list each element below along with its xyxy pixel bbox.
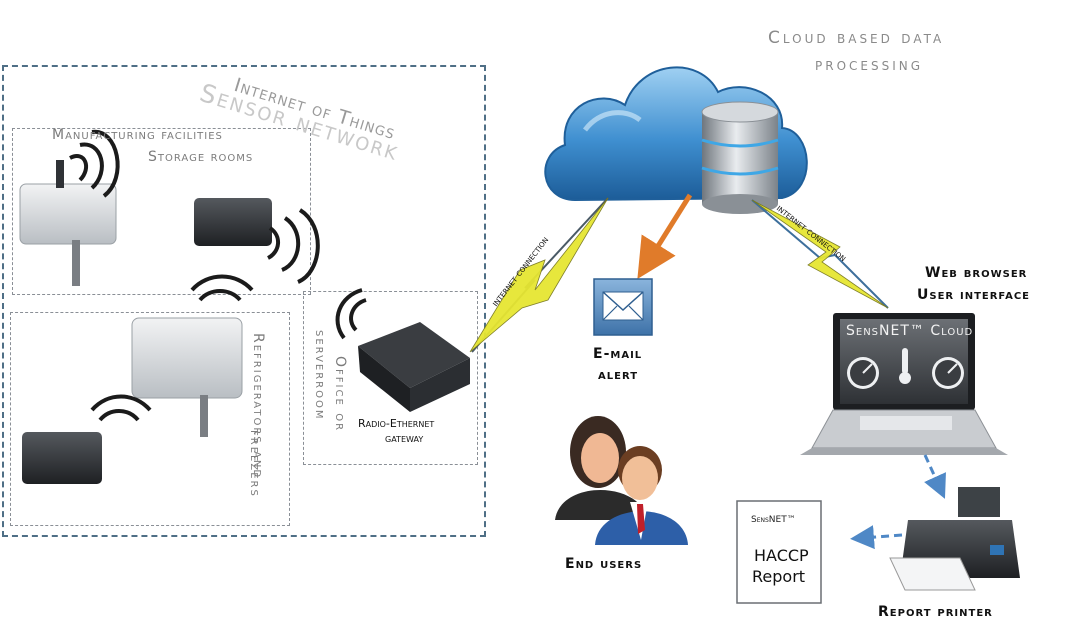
gateway-icon — [358, 322, 470, 412]
email-label-1: E-mail — [593, 346, 643, 362]
web-label-1: Web browser — [925, 265, 1028, 281]
mail-icon — [593, 278, 653, 336]
gateway-label-1: Radio-Ethernet — [358, 417, 435, 430]
end-users-label: End users — [565, 556, 643, 572]
sensor-icon — [19, 160, 117, 286]
web-label-2: User interface — [917, 287, 1031, 303]
email-label-2: alert — [598, 367, 639, 383]
zone-refrigerators — [10, 312, 290, 526]
report-printer-label: Report printer — [878, 604, 993, 620]
report-title-line2: Report — [752, 567, 806, 586]
sensor-icon-3 — [131, 317, 243, 437]
database-icon — [701, 101, 779, 214]
zone-office-label-2: serverroom — [312, 330, 328, 421]
sensor-icon-2 — [194, 198, 272, 246]
laptop-screen-title: SensNET™ Cloud — [846, 323, 974, 339]
printer-to-report-arrow — [850, 525, 903, 550]
sensor-icon-4 — [22, 432, 102, 484]
gateway-label-2: gateway — [385, 432, 424, 445]
cloud-to-email-arrow — [637, 193, 693, 279]
users-icon — [555, 416, 688, 545]
iot-network-boundary — [2, 65, 486, 537]
laptop-to-printer-arrow — [923, 454, 946, 499]
zone-refrigerators-label-2: freezers — [247, 430, 263, 498]
report-title-line1: HACCP — [754, 546, 809, 565]
printer-icon — [889, 487, 1020, 591]
zone-manufacturing — [12, 128, 311, 295]
zone-office-label-1: Office or — [332, 356, 348, 433]
lightning-icon — [469, 197, 609, 353]
lightning-icon-right — [751, 199, 889, 309]
haccp-report-sheet — [736, 500, 822, 604]
wifi-wave-icon — [69, 129, 367, 422]
laptop-icon — [800, 313, 1008, 455]
zone-office — [303, 291, 478, 465]
zone-manufacturing-label-1: Manufacturing facilities — [52, 127, 223, 143]
cloud-label-1: Cloud based data — [768, 28, 945, 48]
zone-manufacturing-label-2: Storage rooms — [148, 149, 254, 165]
cloud-label-2: processing — [815, 55, 924, 75]
report-brand: SensNET™ — [751, 515, 796, 525]
